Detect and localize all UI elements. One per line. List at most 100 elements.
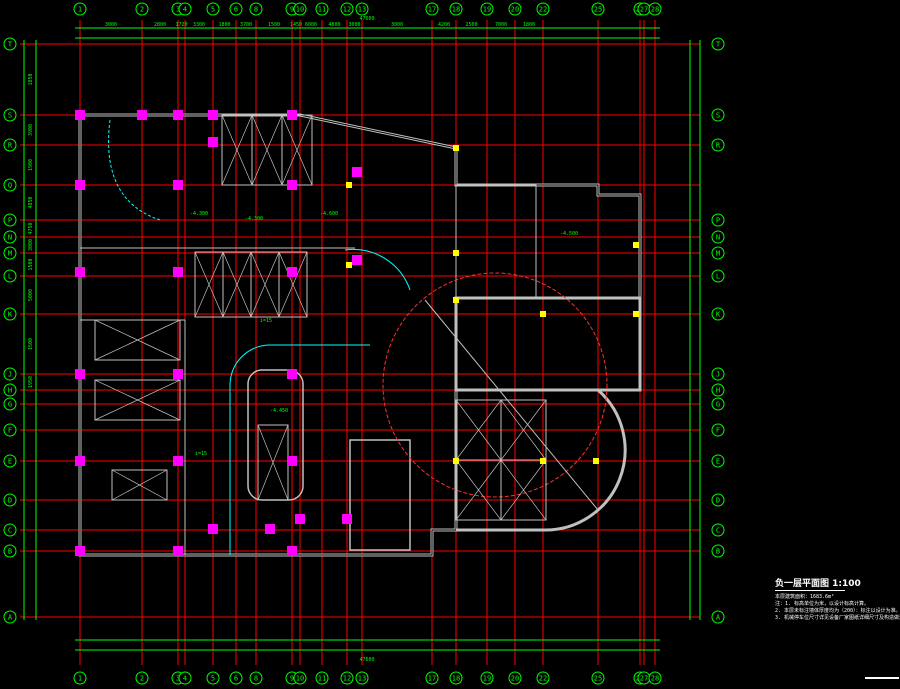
- column: [173, 267, 183, 277]
- dimension-text: 1950: [28, 376, 34, 388]
- column-small: [540, 311, 546, 317]
- column: [75, 180, 85, 190]
- axis-right-circle: [711, 544, 725, 558]
- axis-top-circle: [648, 2, 662, 16]
- parking-bay: [111, 469, 168, 501]
- shaft-wall: [349, 439, 411, 551]
- overall-dimension-text: 47600: [359, 657, 374, 663]
- axis-bottom-label: 28: [651, 675, 659, 683]
- walls: [78, 113, 642, 557]
- axis-left-label: T: [8, 41, 13, 49]
- axis-top-circle: [293, 2, 307, 16]
- axis-top-label: 20: [511, 6, 519, 14]
- axis-bottom-label: 12: [343, 675, 351, 683]
- dimension-text: 3000: [391, 22, 403, 28]
- axis-right-circle: [711, 523, 725, 537]
- column: [208, 110, 218, 120]
- dimension-text: 3000: [105, 22, 117, 28]
- dimension-text: 7000: [495, 22, 507, 28]
- axis-right-label: A: [716, 614, 721, 622]
- axis-bottom-label: 27: [640, 675, 648, 683]
- axis-left-label: L: [8, 273, 12, 281]
- hatch-line: [251, 114, 283, 186]
- axis-left-circle: [3, 230, 17, 244]
- axis-left-label: E: [8, 458, 12, 466]
- axis-bottom-label: 25: [594, 675, 602, 683]
- axis-right-circle: [711, 383, 725, 397]
- dimension-text: 4850: [28, 196, 34, 208]
- hatch-line: [111, 469, 168, 501]
- dimension-text: 1500: [268, 22, 280, 28]
- axis-right-label: M: [716, 250, 720, 258]
- column: [75, 546, 85, 556]
- plan-label: -4.300: [245, 216, 263, 222]
- parking-bay: [94, 319, 181, 361]
- column: [75, 456, 85, 466]
- axis-left-label: D: [8, 497, 12, 505]
- axis-top-circle: [591, 2, 605, 16]
- dimension-text: 3900: [28, 124, 34, 136]
- axis-top-label: 27: [640, 6, 648, 14]
- axis-top-circle: [73, 2, 87, 16]
- drawing-title: 负一层平面图 1:100: [775, 579, 861, 589]
- axis-bottom-circle: [293, 671, 307, 685]
- plan-label: -4.300: [190, 211, 208, 217]
- axis-right-circle: [711, 307, 725, 321]
- hatch-line: [500, 459, 547, 521]
- hatch-line: [500, 399, 547, 461]
- axis-left-circle: [3, 246, 17, 260]
- diagonal-line: [424, 299, 599, 511]
- axis-left-circle: [3, 454, 17, 468]
- overall-dimension-text: 47600: [359, 16, 374, 22]
- axis-top-circle: [508, 2, 522, 16]
- parking-bay: [94, 379, 181, 421]
- dimension-text: 1450: [290, 22, 302, 28]
- stair-room: [455, 184, 537, 299]
- axis-left-label: Q: [8, 182, 12, 190]
- column: [295, 514, 305, 524]
- axis-top-label: 11: [318, 6, 326, 14]
- axis-top-label: 5: [211, 6, 215, 14]
- axis-left-circle: [3, 213, 17, 227]
- axis-right-label: S: [716, 112, 720, 120]
- column-small: [540, 458, 546, 464]
- axis-right-label: K: [716, 311, 721, 319]
- axis-right-circle: [711, 230, 725, 244]
- dimension-text: 1500: [28, 258, 34, 270]
- axis-bottom-circle: [135, 671, 149, 685]
- column-small: [593, 458, 599, 464]
- axis-top-circle: [536, 2, 550, 16]
- dimension-text: 1900: [28, 159, 34, 171]
- axis-bottom-circle: [425, 671, 439, 685]
- axis-right-label: R: [716, 142, 721, 150]
- axis-bubbles-bottom: 1234568910111213171819202225262728: [73, 671, 662, 685]
- hatch-line: [281, 114, 313, 186]
- axis-top-circle: [135, 2, 149, 16]
- axis-left-circle: [3, 383, 17, 397]
- column: [173, 546, 183, 556]
- axis-left-circle: [3, 138, 17, 152]
- axis-bottom-label: 1: [78, 675, 82, 683]
- axis-top-label: 19: [483, 6, 491, 14]
- axis-bottom-circle: [355, 671, 369, 685]
- axis-bottom-circle: [73, 671, 87, 685]
- axis-right-circle: [711, 367, 725, 381]
- hatch-line: [455, 399, 502, 461]
- axis-bottom-circle: [536, 671, 550, 685]
- column: [287, 456, 297, 466]
- note-1: 注：1. 标高单位为米，以设计标高计算。: [775, 601, 870, 607]
- axis-top-label: 22: [539, 6, 547, 14]
- axis-bottom-label: 10: [296, 675, 304, 683]
- axis-right-circle: [711, 269, 725, 283]
- axis-right-label: L: [716, 273, 720, 281]
- column: [208, 137, 218, 147]
- axis-right-circle: [711, 454, 725, 468]
- axis-right-circle: [711, 423, 725, 437]
- axis-top-label: 9: [290, 6, 294, 14]
- dimension-text: 4200: [438, 22, 450, 28]
- column: [173, 456, 183, 466]
- column: [287, 369, 297, 379]
- axis-top-circle: [315, 2, 329, 16]
- axis-left-label: H: [8, 387, 12, 395]
